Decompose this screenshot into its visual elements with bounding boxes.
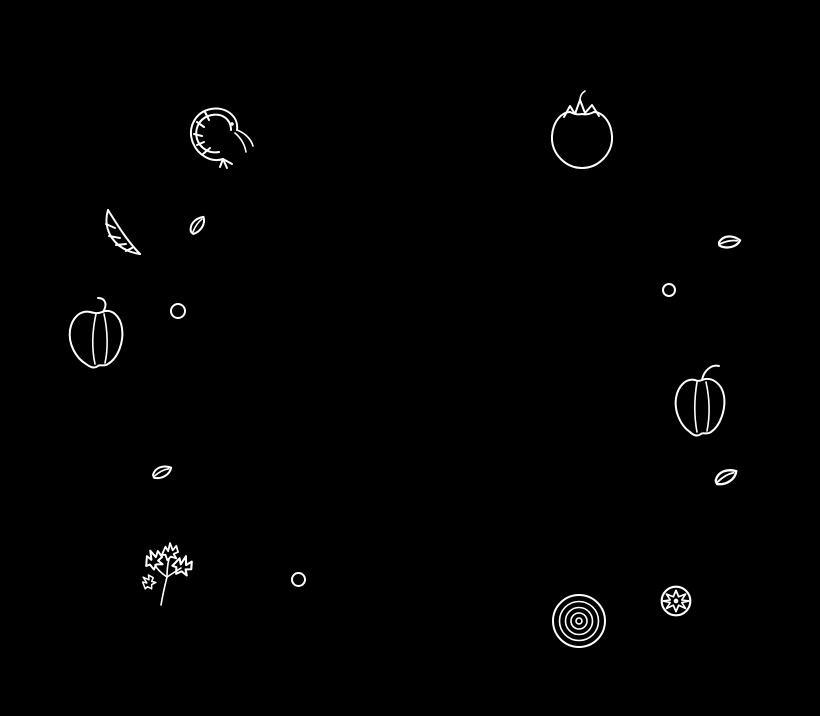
small-circle-icon-1 (169, 302, 187, 320)
shrimp-icon (185, 100, 255, 170)
seed-icon-4 (709, 461, 743, 495)
parsley-sprig-icon (133, 533, 198, 608)
flower-slice-icon (659, 584, 693, 618)
seed-icon-1 (184, 212, 212, 240)
onion-slice-icon (550, 592, 608, 650)
garlic-clove-icon (96, 204, 151, 259)
seed-icon-3 (711, 225, 747, 261)
small-circle-icon-3 (661, 282, 677, 298)
seed-icon-2 (147, 458, 177, 488)
small-circle-icon-2 (290, 571, 307, 588)
bell-pepper-left-icon (62, 292, 127, 372)
bell-pepper-right-icon (670, 358, 732, 444)
tomato-icon (542, 86, 622, 174)
